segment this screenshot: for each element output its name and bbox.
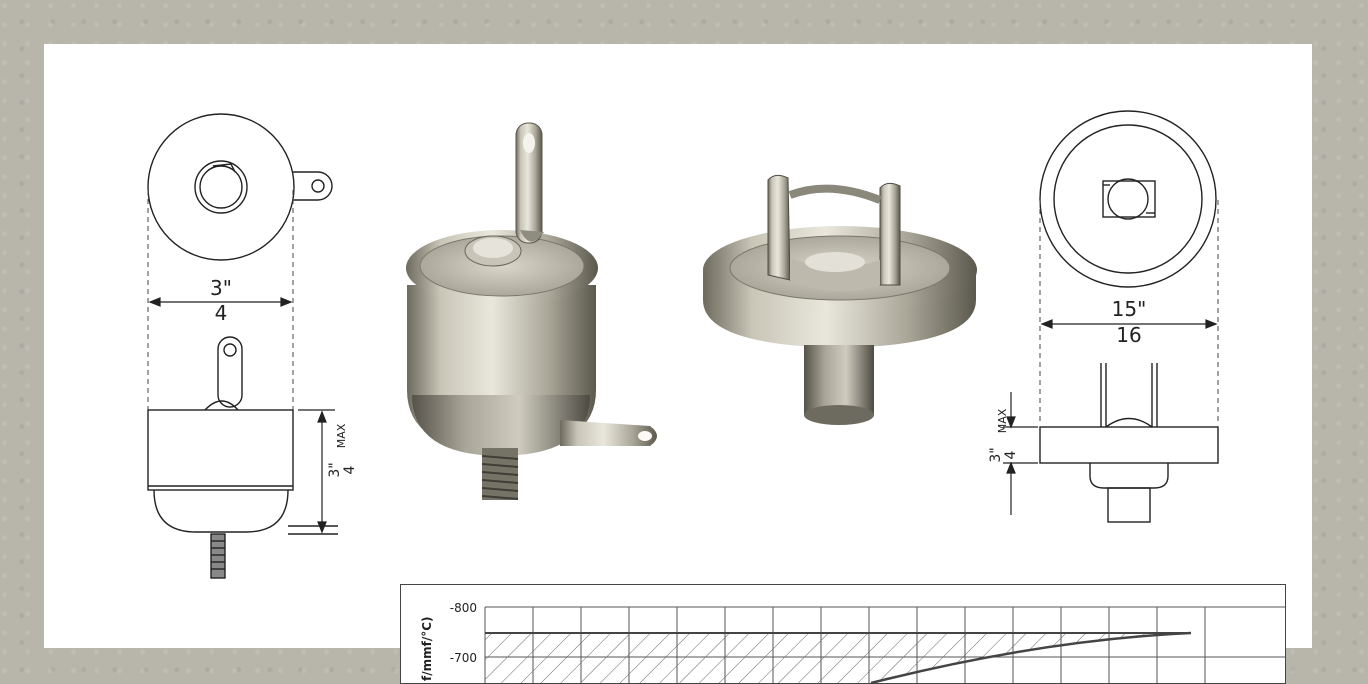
tall-capacitor-photo xyxy=(406,122,657,500)
right-width-numerator: 15" xyxy=(1112,297,1147,321)
left-top-view xyxy=(147,113,333,261)
y-tick-800: -800 xyxy=(450,601,477,615)
drawing-panel xyxy=(44,44,1312,648)
right-width-dimension xyxy=(1040,319,1218,329)
left-width-numerator: 3" xyxy=(210,276,232,300)
left-height-denominator: 4 xyxy=(342,465,358,474)
right-height-suffix: MAX xyxy=(996,408,1009,433)
right-height-numerator: 3" xyxy=(988,447,1004,462)
graph-ylabel: f/mmf/°C) xyxy=(420,616,434,681)
y-tick-700: -700 xyxy=(450,651,477,665)
left-width-dimension xyxy=(148,297,293,307)
right-height-denominator: 4 xyxy=(1003,450,1019,459)
temperature-coefficient-graph: -800 -700 f/mmf/°C) xyxy=(400,584,1286,684)
graph-tolerance-band xyxy=(485,633,1191,683)
left-dashed-guides xyxy=(147,190,294,410)
graph-canvas: -800 -700 f/mmf/°C) xyxy=(420,601,1285,683)
left-side-view xyxy=(147,336,338,579)
left-height-numerator: 3" xyxy=(327,462,343,477)
right-top-view xyxy=(1039,110,1217,288)
right-side-view xyxy=(1039,363,1219,523)
left-height-dimension xyxy=(298,409,335,534)
flat-capacitor-photo xyxy=(703,174,977,425)
right-dashed-guides xyxy=(1039,200,1219,425)
left-height-suffix: MAX xyxy=(335,423,348,448)
right-width-denominator: 16 xyxy=(1116,323,1141,347)
graph-lower-curve xyxy=(870,631,1192,683)
left-width-denominator: 4 xyxy=(215,301,228,325)
right-height-dimension xyxy=(1003,392,1038,515)
